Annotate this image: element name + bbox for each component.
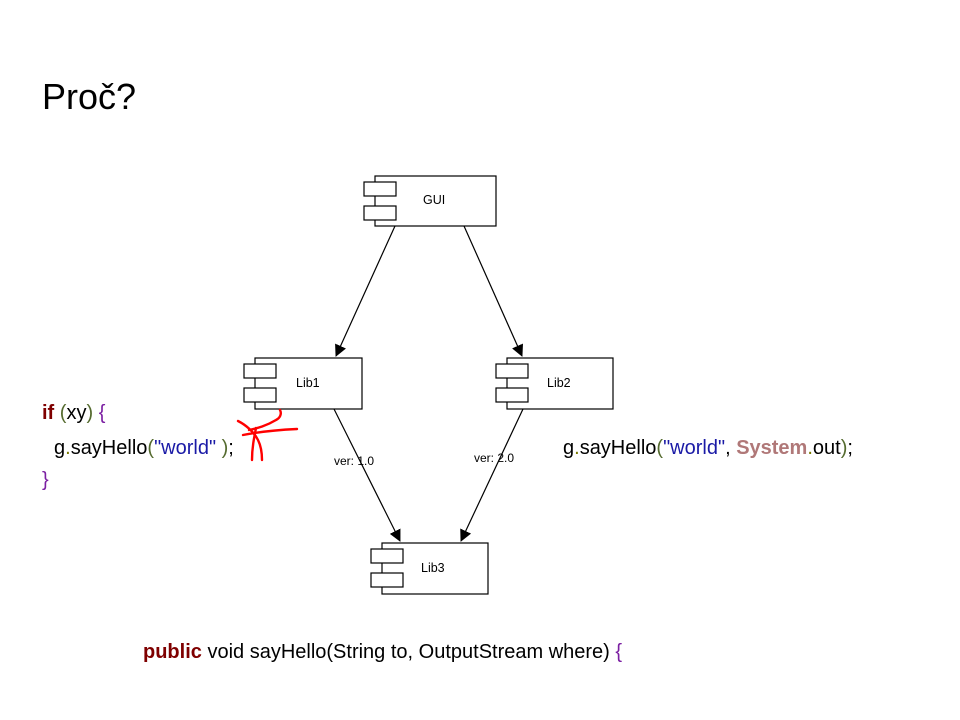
edge-lib1-lib3 <box>333 408 401 542</box>
code-dot: . <box>574 437 580 459</box>
code-comma: , <box>725 437 737 459</box>
code-object: g <box>563 437 575 459</box>
edge-gui-lib1 <box>335 225 396 357</box>
code-condition: xy <box>66 402 87 424</box>
component-port-icon <box>370 572 404 588</box>
code-string: "world" <box>154 437 217 459</box>
component-port-icon <box>363 205 397 221</box>
code-paren: ( <box>147 437 155 459</box>
edge-gui-lib2 <box>463 225 523 357</box>
code-line-close: } <box>42 469 49 492</box>
component-lib1-label: Lib1 <box>296 376 320 390</box>
edge-lib2-lib3-label: ver: 2.0 <box>474 451 514 465</box>
component-gui: GUI <box>363 175 497 227</box>
component-port-icon <box>370 548 404 564</box>
code-brace: { <box>98 402 106 424</box>
slide-title: Proč? <box>42 76 137 117</box>
code-method: sayHello <box>70 437 148 459</box>
code-brace: { <box>615 641 623 663</box>
code-brace: } <box>42 469 49 491</box>
code-class: System <box>736 437 808 459</box>
method-signature: public void sayHello(String to, OutputSt… <box>143 641 622 664</box>
keyword-public: public <box>143 641 202 663</box>
keyword-if: if <box>42 402 55 424</box>
code-line-if: if (xy) { <box>42 402 105 425</box>
component-lib1: Lib1 <box>243 357 363 410</box>
code-line-call-right: g.sayHello("world", System.out); <box>563 437 853 460</box>
edge-lib1-lib3-label: ver: 1.0 <box>334 454 374 468</box>
code-dot: . <box>807 437 813 459</box>
component-lib2: Lib2 <box>495 357 614 410</box>
component-lib3-label: Lib3 <box>421 561 445 575</box>
component-port-icon <box>363 181 397 197</box>
code-method: sayHello <box>579 437 657 459</box>
component-port-icon <box>243 387 277 403</box>
code-paren: ) <box>840 437 848 459</box>
code-paren: ) <box>221 437 229 459</box>
component-port-icon <box>495 387 529 403</box>
component-port-icon <box>243 363 277 379</box>
component-port-icon <box>495 363 529 379</box>
strike-mark <box>236 408 299 462</box>
code-paren: ( <box>656 437 664 459</box>
signature-text: void sayHello(String to, OutputStream wh… <box>201 641 616 663</box>
component-gui-label: GUI <box>423 193 445 207</box>
code-field: out <box>812 437 841 459</box>
code-semicolon: ; <box>847 437 853 459</box>
code-paren: ) <box>86 402 94 424</box>
code-dot: . <box>65 437 71 459</box>
component-lib2-label: Lib2 <box>547 376 571 390</box>
code-line-call-left: g.sayHello("world" ); <box>54 437 234 460</box>
code-paren: ( <box>59 402 67 424</box>
component-lib3: Lib3 <box>370 542 489 595</box>
code-string: "world" <box>663 437 726 459</box>
code-semicolon: ; <box>228 437 234 459</box>
edge-lib2-lib3 <box>460 408 524 542</box>
code-object: g <box>54 437 66 459</box>
